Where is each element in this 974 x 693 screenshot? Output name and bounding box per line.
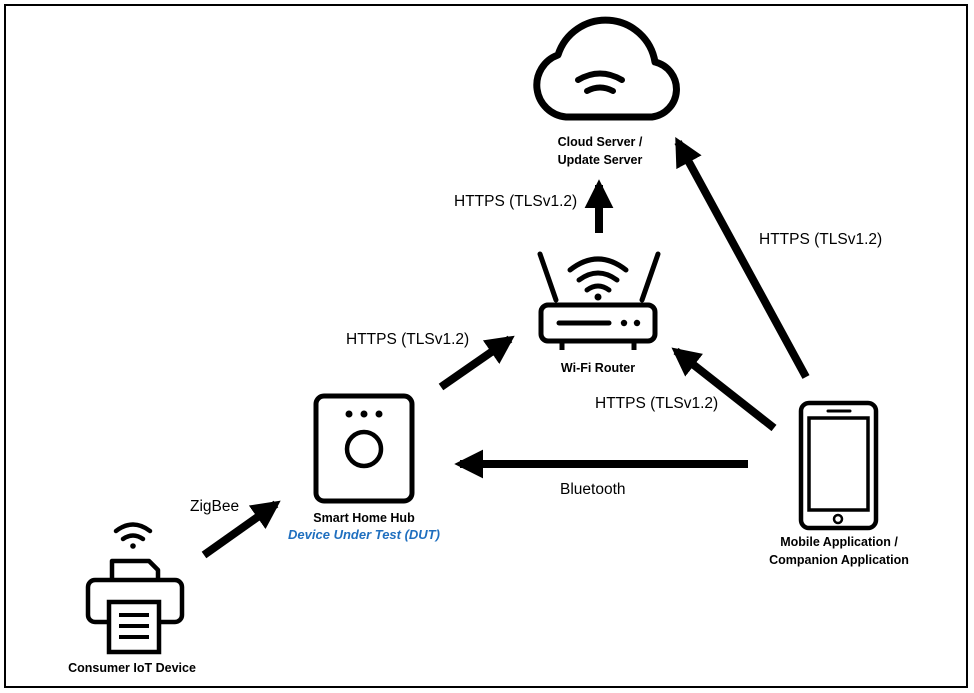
edge-label-iot-to-hub: ZigBee [190, 498, 240, 515]
cloud-server-label: Cloud Server / Update Server [540, 133, 660, 169]
edge-label-hub-to-router: HTTPS (TLSv1.2) [346, 331, 470, 348]
consumer-iot-device-label: Consumer IoT Device [68, 661, 196, 675]
edge-mobile-to-router [671, 347, 777, 432]
edge-mobile-to-cloud [674, 136, 810, 379]
edge-label-mobile-to-cloud: HTTPS (TLSv1.2) [759, 231, 883, 248]
mobile-app-label: Mobile Application / Companion Applicati… [754, 533, 924, 569]
dut-label: Device Under Test (DUT) [288, 527, 440, 542]
wifi-router-icon [537, 251, 661, 350]
smart-hub-icon [313, 393, 415, 504]
edge-iot-to-hub [201, 500, 281, 559]
wifi-printer-icon [85, 522, 185, 655]
wifi-router-label: Wi-Fi Router [560, 361, 636, 375]
cloud-server-label-line2: Update Server [557, 153, 643, 167]
cloud-wifi-icon [533, 16, 680, 121]
mobile-app-label-line1: Mobile Application / [780, 535, 898, 549]
edge-label-mobile-to-hub: Bluetooth [560, 481, 626, 498]
smart-home-hub-label: Smart Home Hub [313, 511, 415, 525]
edge-hub-to-router [438, 335, 515, 391]
edge-label-mobile-to-router: HTTPS (TLSv1.2) [595, 395, 719, 412]
mobile-app-label-line2: Companion Application [769, 553, 909, 567]
cloud-server-label-line1: Cloud Server / [557, 135, 643, 149]
smartphone-icon [798, 400, 879, 531]
edge-label-router-to-cloud: HTTPS (TLSv1.2) [454, 193, 578, 210]
